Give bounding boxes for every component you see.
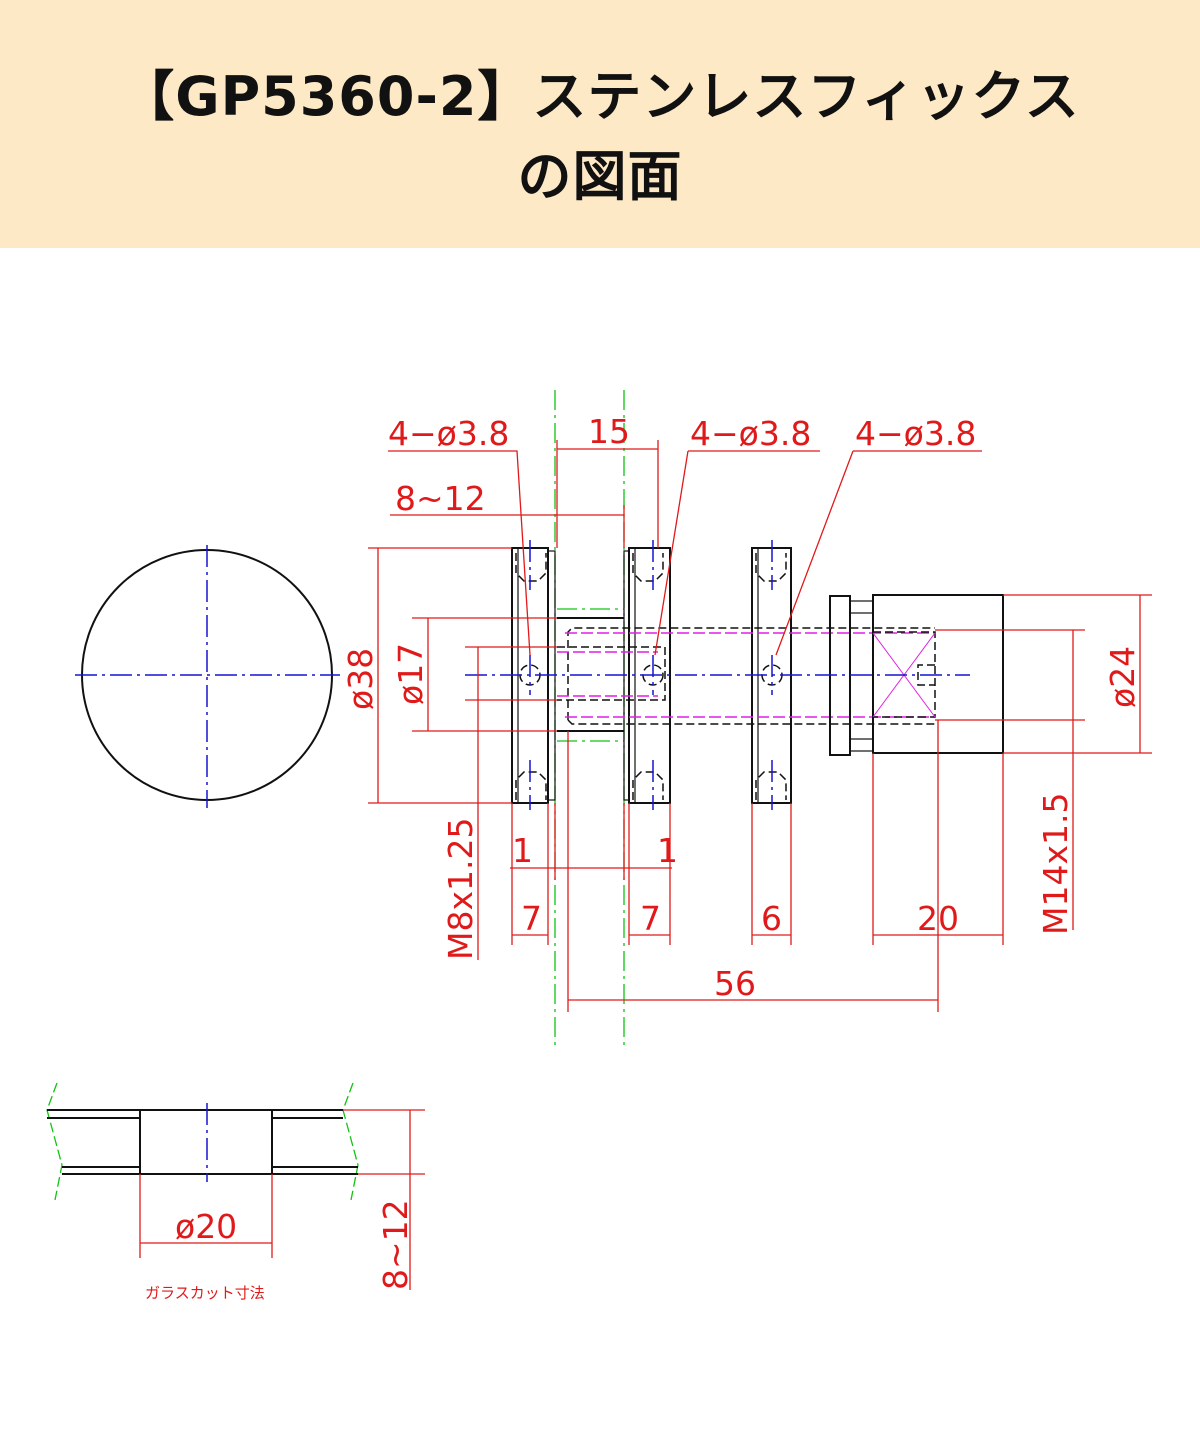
leader-label-1: 4−ø3.8 [388, 414, 509, 453]
leader-label-2: 4−ø3.8 [690, 414, 811, 453]
dim-thread-m14: M14x1.5 [1036, 793, 1075, 935]
dim-one-right: 1 [657, 831, 678, 870]
dim-dia-24: ø24 [1103, 646, 1142, 708]
leader-label-3: 4−ø3.8 [855, 414, 976, 453]
dim-thread-m8: M8x1.25 [441, 818, 480, 960]
dim-length-56: 56 [714, 964, 756, 1003]
glass-cut-caption: ガラスカット寸法 [145, 1284, 265, 1302]
front-view [75, 545, 340, 808]
dim-glass-thickness: 8~12 [395, 479, 486, 518]
dim-plate2-7: 7 [640, 899, 661, 938]
dim-one-left: 1 [512, 831, 533, 870]
glass-cut-view: 8~12 ø20 ガラスカット寸法 [46, 1082, 425, 1302]
dim-plate1-7: 7 [521, 899, 542, 938]
glass-thickness-dim: 8~12 [376, 1199, 415, 1290]
side-view [465, 390, 1004, 1050]
page-title-line2: の図面 [517, 145, 683, 208]
dim-length-20: 20 [917, 899, 959, 938]
dim-plate3-6: 6 [761, 899, 782, 938]
dimensions: 4−ø3.8 4−ø3.8 4−ø3.8 15 8~12 ø38 ø17 M8x… [341, 412, 1152, 1012]
dim-dia-17: ø17 [391, 643, 430, 705]
dim-15: 15 [588, 412, 630, 451]
glass-dia-20: ø20 [175, 1207, 237, 1246]
dim-dia-38: ø38 [341, 648, 380, 710]
page-title-line1: 【GP5360-2】ステンレスフィックス [120, 65, 1080, 128]
title-banner: 【GP5360-2】ステンレスフィックス の図面 [0, 0, 1200, 248]
